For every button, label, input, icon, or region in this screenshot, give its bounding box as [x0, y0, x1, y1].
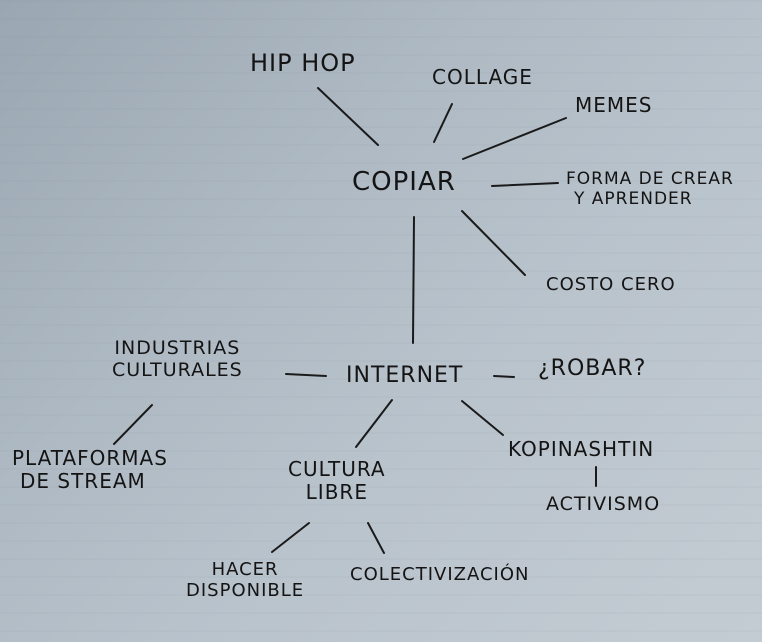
connector-internet-industrias	[285, 373, 327, 377]
node-cultura-line2: libre	[305, 480, 368, 504]
node-memes: MEMES	[575, 93, 653, 117]
node-hacer-line1: Hacer	[211, 559, 279, 580]
node-costo-cero: Costo cero	[546, 274, 676, 295]
connector-copiar-forma	[491, 182, 559, 187]
node-collage: Collage	[432, 65, 533, 89]
node-forma-line2: y aprender	[574, 188, 693, 209]
connector-hiphop-copiar	[317, 87, 379, 146]
node-kopinashtin: Kopinashtin	[508, 437, 655, 461]
node-forma-line1: Forma de crear	[566, 169, 734, 189]
connector-cultura-hacer	[271, 522, 310, 553]
node-plataformas-line1: Plataformas	[12, 446, 168, 470]
node-copiar: COPIAR	[352, 167, 456, 197]
connector-copiar-internet	[412, 216, 415, 344]
node-activismo: activismo	[546, 493, 661, 515]
node-robar: ¿Robar?	[538, 356, 647, 381]
connector-cultura-colectivizacion	[367, 522, 385, 554]
node-plataformas-de-stream: Plataformas de stream	[12, 447, 168, 493]
node-plataformas-line2: de stream	[20, 469, 146, 493]
node-hacer-line2: disponible	[186, 579, 305, 601]
connector-internet-kopinashtin	[461, 400, 504, 436]
connector-internet-cultura	[355, 399, 393, 448]
node-colectivizacion: colectivización	[350, 564, 530, 585]
node-industrias-line2: culturales	[112, 358, 243, 381]
node-hacer-disponible: Hacer disponible	[186, 559, 305, 601]
node-internet: internet	[346, 363, 464, 388]
node-hiphop: Hip Hop	[250, 49, 356, 77]
connector-internet-robar	[493, 375, 515, 378]
node-industrias-line1: Industrias	[114, 337, 241, 359]
node-industrias-culturales: Industrias culturales	[112, 337, 243, 382]
connector-collage-copiar	[433, 103, 453, 143]
connector-industrias-plataformas	[113, 404, 153, 445]
connector-memes-copiar	[462, 117, 567, 160]
node-cultura-line1: Cultura	[288, 457, 386, 481]
node-forma-de-crear: Forma de crear y aprender	[566, 169, 734, 209]
node-cultura-libre: Cultura libre	[288, 458, 386, 504]
connector-copiar-costo	[461, 210, 526, 276]
